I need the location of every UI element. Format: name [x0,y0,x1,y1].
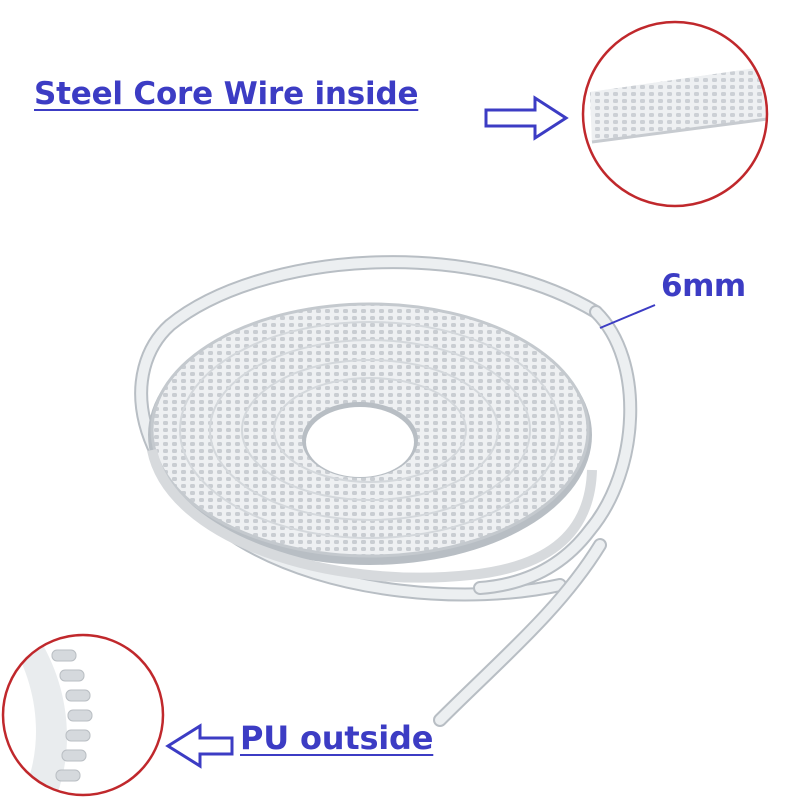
pu-callout [1,633,165,797]
width-leader-line [599,304,656,329]
left-arrow-icon [165,723,234,769]
width-label: 6mm [661,268,746,304]
steel-core-label: Steel Core Wire inside [34,76,419,112]
pu-outside-label: PU outside [240,719,434,757]
pu-circle [1,633,165,797]
belt-coil [134,255,638,727]
steel-core-circle [581,20,769,208]
right-arrow-icon [484,95,569,141]
steel-core-callout [581,20,769,208]
